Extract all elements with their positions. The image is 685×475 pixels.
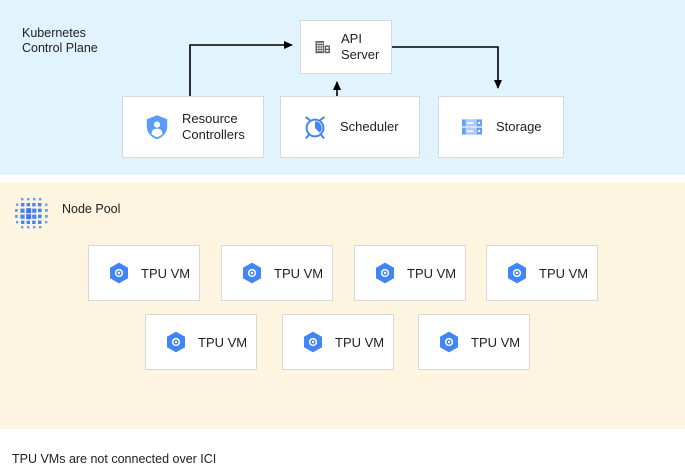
node-scheduler-label: Scheduler	[340, 119, 399, 134]
tpu-hexagon-icon	[376, 262, 394, 284]
tpu-hexagon-icon	[110, 262, 128, 284]
tpu-vm-label: TPU VM	[335, 334, 385, 350]
node-api-server-label: API Server	[341, 31, 380, 62]
node-storage-label: Storage	[496, 119, 542, 134]
node-pool-title: Node Pool	[62, 202, 121, 216]
building-icon	[315, 41, 330, 54]
tpu-vm-label: TPU VM	[471, 334, 521, 350]
tpu-vm-card[interactable]: TPU VM	[282, 314, 394, 370]
tpu-vm-label: TPU VM	[539, 265, 589, 281]
node-resource-controllers[interactable]: Resource Controllers	[122, 96, 264, 158]
tpu-vm-label: TPU VM	[198, 334, 248, 350]
node-pool-dots-icon	[15, 198, 48, 229]
tpu-hexagon-icon	[167, 331, 185, 353]
node-scheduler[interactable]: Scheduler	[280, 96, 420, 158]
tpu-hexagon-icon	[440, 331, 458, 353]
tpu-vm-label: TPU VM	[407, 265, 457, 281]
tpu-vm-label: TPU VM	[274, 265, 324, 281]
tpu-vm-card[interactable]: TPU VM	[145, 314, 257, 370]
node-api-server[interactable]: API Server	[300, 20, 392, 74]
tpu-vm-card[interactable]: TPU VM	[486, 245, 598, 301]
node-pool-section	[0, 182, 685, 429]
alarm-clock-icon	[305, 116, 325, 139]
shield-user-icon	[146, 115, 168, 140]
tpu-vm-label: TPU VM	[141, 265, 191, 281]
tpu-hexagon-icon	[243, 262, 261, 284]
tpu-hexagon-icon	[508, 262, 526, 284]
tpu-vm-card[interactable]: TPU VM	[418, 314, 530, 370]
footnote-text: TPU VMs are not connected over ICI	[12, 452, 217, 466]
tpu-vm-card[interactable]: TPU VM	[354, 245, 466, 301]
tpu-vm-card[interactable]: TPU VM	[88, 245, 200, 301]
tpu-vm-card[interactable]: TPU VM	[221, 245, 333, 301]
node-resource-controllers-label: Resource Controllers	[182, 111, 245, 142]
server-rack-icon	[462, 119, 482, 135]
node-storage[interactable]: Storage	[438, 96, 564, 158]
control-plane-title: Kubernetes Control Plane	[22, 26, 98, 55]
tpu-hexagon-icon	[304, 331, 322, 353]
